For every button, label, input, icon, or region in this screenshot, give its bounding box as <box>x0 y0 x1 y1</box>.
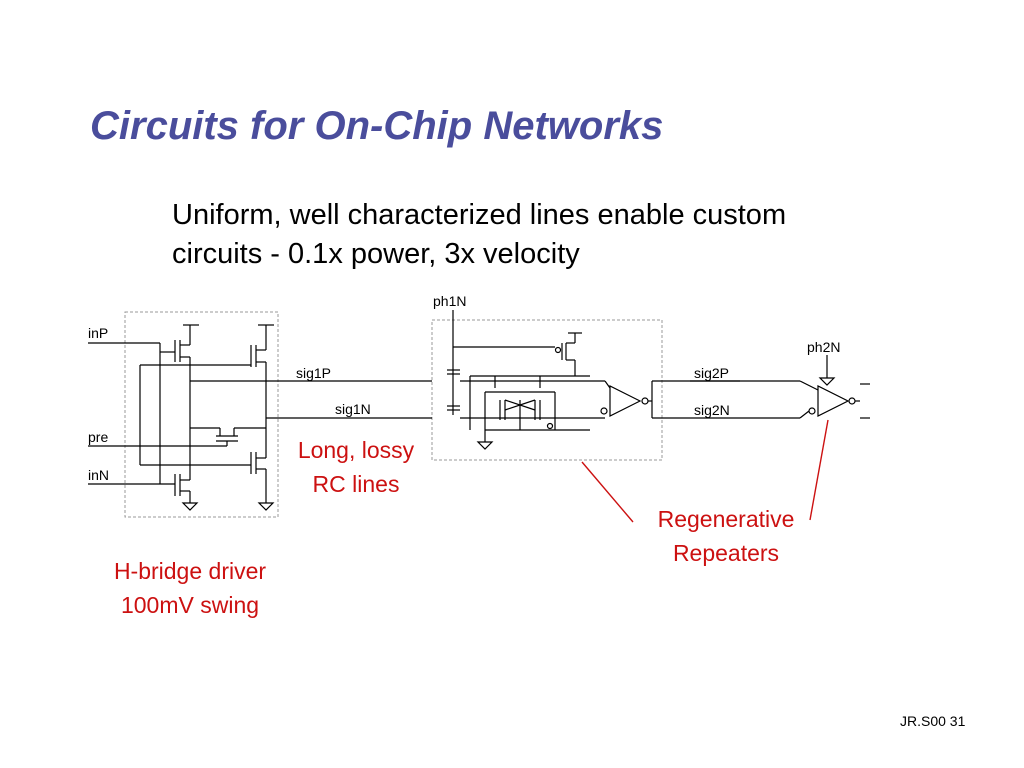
subtitle-line-1: Uniform, well characterized lines enable… <box>172 199 787 231</box>
label-sig1P: sig1P <box>296 365 331 381</box>
annotation-driver-1: H-bridge driver <box>114 558 266 584</box>
label-inN: inN <box>88 467 109 483</box>
label-sig2N: sig2N <box>694 402 730 418</box>
receiver-circuit <box>447 310 605 450</box>
h-bridge-driver-box <box>124 311 279 518</box>
annotation-driver-2: 100mV swing <box>121 592 259 618</box>
annotation-repeaters-1: Regenerative <box>658 506 795 532</box>
annotation-rc-lines-2: RC lines <box>313 471 400 497</box>
label-sig2P: sig2P <box>694 365 729 381</box>
slide-title: Circuits for On-Chip Networks <box>90 104 664 148</box>
label-ph1N: ph1N <box>433 293 466 309</box>
repeater-1 <box>600 380 740 419</box>
h-bridge-driver <box>88 324 432 511</box>
repeater-2 <box>740 355 870 419</box>
label-sig1N: sig1N <box>335 401 371 417</box>
slide-subtitle: Uniform, well characterized lines enable… <box>172 196 932 274</box>
pointer-repeater-2 <box>809 419 829 521</box>
slide-number: JR.S00 31 <box>900 713 966 729</box>
annotation-repeaters-2: Repeaters <box>673 540 779 566</box>
label-pre: pre <box>88 429 108 445</box>
label-ph2N: ph2N <box>807 339 840 355</box>
subtitle-line-2: circuits - 0.1x power, 3x velocity <box>172 238 580 270</box>
label-inP: inP <box>88 325 108 341</box>
annotation-rc-lines-1: Long, lossy <box>298 437 415 463</box>
pointer-repeater-1 <box>581 461 634 523</box>
receiver-box <box>431 319 663 461</box>
